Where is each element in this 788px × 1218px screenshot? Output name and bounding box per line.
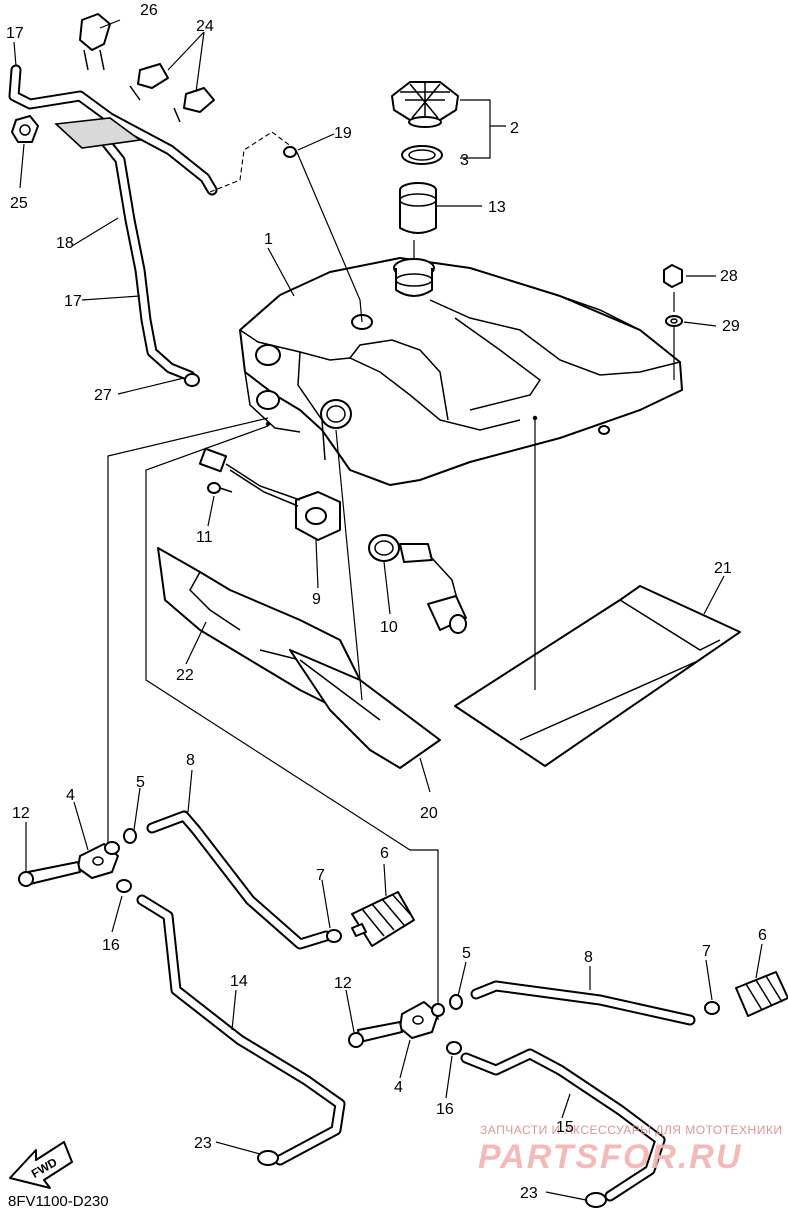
callout-23-left: 23 xyxy=(194,1135,212,1152)
fuel-cap xyxy=(391,81,459,128)
callout-5-left: 5 xyxy=(136,774,145,791)
callout-28: 28 xyxy=(720,268,738,285)
breather-hose-18 xyxy=(90,124,196,382)
callout-25: 25 xyxy=(10,195,28,212)
leader-lines xyxy=(13,19,763,1201)
callout-5-right: 5 xyxy=(462,945,471,962)
callout-2: 2 xyxy=(510,120,519,137)
damper-20 xyxy=(289,649,441,769)
fuel-cock-right xyxy=(348,994,463,1055)
callout-14: 14 xyxy=(230,973,248,990)
callout-29: 29 xyxy=(722,318,740,335)
fuel-hose-15 xyxy=(460,1048,666,1202)
clamp-27 xyxy=(184,373,200,387)
fuel-sender xyxy=(368,534,467,634)
callout-22: 22 xyxy=(176,667,194,684)
callout-numbers: 1 2 3 4 4 5 5 6 6 7 7 8 8 9 10 11 12 12 … xyxy=(6,2,767,1202)
assembly-lines xyxy=(107,149,675,1020)
callout-10: 10 xyxy=(380,619,398,636)
clips-24 xyxy=(129,63,215,123)
hose-17-top xyxy=(8,64,297,196)
clip-26 xyxy=(79,13,111,71)
callout-6-right: 6 xyxy=(758,927,767,944)
callout-21: 21 xyxy=(714,560,732,577)
callout-7-right: 7 xyxy=(702,943,711,960)
callout-4-right: 4 xyxy=(394,1079,403,1096)
filler-neck xyxy=(399,182,437,234)
watermark-line2: PARTSFOR.RU xyxy=(478,1138,742,1176)
callout-18: 18 xyxy=(56,235,74,252)
callout-15: 15 xyxy=(556,1119,574,1136)
fwd-arrow-icon: FWD xyxy=(9,1141,73,1189)
callout-8-left: 8 xyxy=(186,752,195,769)
callout-26: 26 xyxy=(140,2,158,19)
callout-13: 13 xyxy=(488,199,506,216)
fuel-filter-6-left xyxy=(326,891,415,947)
fuel-pump xyxy=(198,447,341,541)
clamp-19 xyxy=(283,146,297,158)
callout-27: 27 xyxy=(94,387,112,404)
callout-16-right: 16 xyxy=(436,1101,454,1118)
cap-gasket xyxy=(401,145,443,165)
callout-4-left: 4 xyxy=(66,787,75,804)
protector-21 xyxy=(454,585,741,767)
callout-17-mid: 17 xyxy=(64,293,82,310)
callout-3: 3 xyxy=(460,152,469,169)
fuel-filter-6-right xyxy=(704,971,788,1017)
callout-24: 24 xyxy=(196,18,214,35)
callout-11: 11 xyxy=(196,529,213,546)
clamp-23-right xyxy=(585,1192,607,1208)
fuel-tank xyxy=(239,257,683,486)
washer-29 xyxy=(665,315,683,327)
callout-8-right: 8 xyxy=(584,949,593,966)
watermark: ЗАПЧАСТИ И АКСЕССУАРЫ ДЛЯ МОТОТЕХНИКИ PA… xyxy=(478,1123,782,1176)
callout-12-right: 12 xyxy=(334,975,352,992)
fuel-cock-left xyxy=(18,828,137,893)
callout-1: 1 xyxy=(264,231,273,248)
fuel-hose-8-right xyxy=(470,980,696,1026)
clamp-23-left xyxy=(257,1150,279,1166)
callout-20: 20 xyxy=(420,805,438,822)
callout-7-left: 7 xyxy=(316,867,325,884)
bracket-18-plate xyxy=(54,117,143,149)
callout-16-left: 16 xyxy=(102,937,120,954)
watermark-line1: ЗАПЧАСТИ И АКСЕССУАРЫ ДЛЯ МОТОТЕХНИКИ xyxy=(480,1123,782,1137)
callout-19: 19 xyxy=(334,125,352,142)
fuel-hose-14 xyxy=(136,894,346,1166)
callout-17-top: 17 xyxy=(6,25,24,42)
diagram-code: 8FV1100-D230 xyxy=(8,1193,109,1210)
callout-12-left: 12 xyxy=(12,805,30,822)
callout-23-right: 23 xyxy=(520,1185,538,1202)
fuel-hose-8-left xyxy=(146,810,332,950)
grommet-11 xyxy=(207,482,233,494)
bolt-28 xyxy=(663,264,683,288)
callout-6-left: 6 xyxy=(380,845,389,862)
clip-25 xyxy=(11,115,39,143)
callout-9: 9 xyxy=(312,591,321,608)
